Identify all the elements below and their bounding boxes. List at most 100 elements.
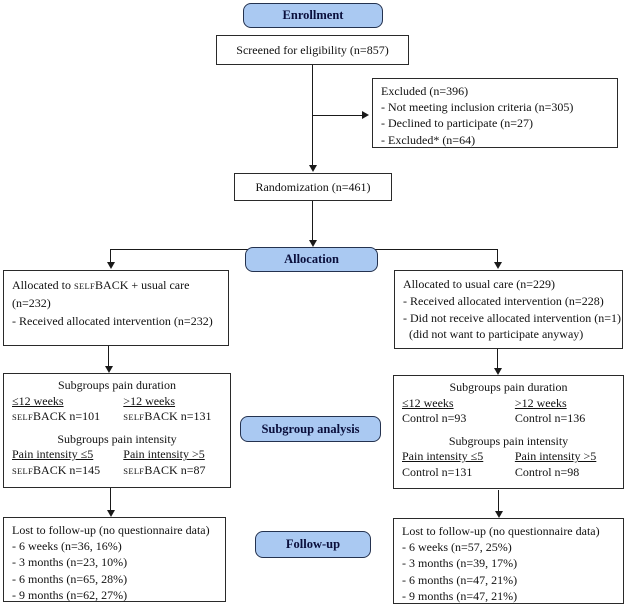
followup-left-title: Lost to follow-up (no questionnaire data… bbox=[12, 523, 210, 537]
subgroup-right-intensity-heads: Pain intensity ≤5 Pain intensity >5 bbox=[402, 449, 615, 465]
subgroup-right-duration-col1-value: Control n=93 bbox=[402, 411, 467, 426]
subgroup-left-duration-col2-value: selfBACK n=131 bbox=[123, 409, 222, 425]
brand-selfback-caps: BACK bbox=[33, 409, 67, 424]
subgroup-left-duration-col1-head: ≤12 weeks bbox=[12, 393, 64, 408]
stage-badge-enrollment: Enrollment bbox=[243, 3, 383, 28]
connector-subgroup-right-to-followup bbox=[498, 490, 499, 511]
followup-right-item: - 6 weeks (n=57, 25%) bbox=[402, 540, 512, 555]
subgroup-left-intensity-col2-head: Pain intensity >5 bbox=[123, 447, 205, 462]
stage-label-subgroup-analysis: Subgroup analysis bbox=[261, 421, 360, 436]
subgroup-right-intensity-col2-value: Control n=98 bbox=[514, 464, 580, 479]
alloc-left-line3: - Received allocated intervention (n=232… bbox=[12, 314, 213, 328]
connector-subgroup-left-to-followup bbox=[110, 488, 111, 510]
subgroup-left-intensity-col1-value: selfBACK n=145 bbox=[12, 463, 123, 479]
followup-intervention-box: Lost to follow-up (no questionnaire data… bbox=[3, 517, 226, 602]
alloc-left-line1-pre: Allocated to bbox=[12, 278, 74, 292]
subgroup-right-duration-col2-value: Control n=136 bbox=[514, 411, 586, 426]
brand-selfback-caps: BACK bbox=[33, 462, 67, 477]
subgroup-left-duration-col1-value: selfBACK n=101 bbox=[12, 409, 123, 425]
subgroup-left-duration-heads: ≤12 weeks >12 weeks bbox=[12, 394, 222, 410]
screened-box: Screened for eligibility (n=857) bbox=[216, 35, 409, 65]
subgroup-right-duration-values: Control n=93 Control n=136 bbox=[402, 411, 615, 427]
subgroup-left-duration-col1-n: n=101 bbox=[66, 409, 101, 424]
arrowhead-into-subgroup-right bbox=[494, 368, 502, 375]
connector-split-right bbox=[497, 249, 498, 263]
subgroup-left-intensity-col2-n: n=87 bbox=[177, 462, 206, 477]
brand-selfback-small: self bbox=[123, 465, 145, 476]
brand-selfback-small: self bbox=[12, 412, 34, 423]
subgroup-left-intensity-col2-value: selfBACK n=87 bbox=[123, 463, 222, 479]
brand-selfback-small: self bbox=[12, 465, 34, 476]
stage-label-follow-up: Follow-up bbox=[285, 537, 341, 551]
subgroup-right-duration-title: Subgroups pain duration bbox=[449, 380, 568, 394]
brand-selfback-small: self bbox=[73, 281, 96, 291]
subgroup-left-duration-col2-n: n=131 bbox=[177, 409, 212, 424]
arrowhead-into-alloc-right bbox=[494, 262, 502, 269]
connector-alloc-left-to-subgroup bbox=[108, 346, 109, 366]
arrowhead-into-followup-right bbox=[495, 511, 503, 518]
arrowhead-into-subgroup-left bbox=[105, 366, 113, 373]
subgroup-right-intensity-col1-value: Control n=131 bbox=[402, 464, 473, 479]
subgroup-left-intensity-col1-head: Pain intensity ≤5 bbox=[12, 447, 94, 462]
excluded-item: - Excluded* (n=64) bbox=[381, 132, 476, 147]
subgroup-control-box: Subgroups pain duration ≤12 weeks >12 we… bbox=[393, 375, 624, 489]
subgroup-right-intensity-col2-head: Pain intensity >5 bbox=[514, 449, 597, 464]
subgroup-intervention-box: Subgroups pain duration ≤12 weeks >12 we… bbox=[3, 373, 231, 488]
subgroup-left-duration-col2-head: >12 weeks bbox=[123, 393, 176, 408]
brand-selfback-small: self bbox=[123, 412, 145, 423]
followup-left-item: - 6 weeks (n=36, 16%) bbox=[12, 539, 122, 554]
followup-right-title: Lost to follow-up (no questionnaire data… bbox=[402, 524, 600, 538]
subgroup-left-intensity-heads: Pain intensity ≤5 Pain intensity >5 bbox=[12, 447, 222, 463]
arrowhead-into-excluded bbox=[362, 111, 369, 119]
followup-left-item: - 3 months (n=23, 10%) bbox=[12, 555, 128, 570]
followup-right-item: - 3 months (n=39, 17%) bbox=[402, 556, 518, 571]
brand-selfback-caps: BACK bbox=[144, 462, 178, 477]
subgroup-left-intensity-col1-n: n=145 bbox=[66, 462, 101, 477]
connector-split-left bbox=[110, 249, 111, 263]
followup-left-item: - 6 months (n=65, 28%) bbox=[12, 571, 128, 586]
stage-label-enrollment: Enrollment bbox=[282, 8, 344, 22]
subgroup-right-duration-col2-head: >12 weeks bbox=[514, 395, 567, 410]
followup-left-item: - 9 months (n=62, 27%) bbox=[12, 587, 128, 602]
connector-screened-to-randomization bbox=[312, 65, 313, 166]
excluded-title: Excluded (n=396) bbox=[381, 84, 469, 98]
subgroup-right-intensity-title: Subgroups pain intensity bbox=[448, 433, 569, 448]
randomization-box: Randomization (n=461) bbox=[234, 173, 392, 201]
alloc-left-line1: Allocated to selfBACK + usual care bbox=[12, 276, 220, 294]
screened-text: Screened for eligibility (n=857) bbox=[236, 42, 389, 57]
subgroup-right-duration-col1-head: ≤12 weeks bbox=[402, 395, 454, 410]
subgroup-right-intensity-col1-head: Pain intensity ≤5 bbox=[402, 449, 484, 464]
connector-randomization-to-allocation bbox=[312, 201, 313, 241]
excluded-item: - Not meeting inclusion criteria (n=305) bbox=[381, 100, 574, 115]
subgroup-right-intensity-values: Control n=131 Control n=98 bbox=[402, 465, 615, 481]
arrowhead-into-randomization bbox=[309, 165, 317, 172]
arrowhead-into-followup-left bbox=[107, 510, 115, 517]
followup-right-item: - 6 months (n=47, 21%) bbox=[402, 572, 518, 587]
randomization-text: Randomization (n=461) bbox=[255, 179, 371, 194]
brand-selfback-caps: BACK bbox=[144, 409, 178, 424]
alloc-right-line3: - Did not receive allocated intervention… bbox=[403, 310, 622, 325]
arrowhead-into-alloc-left bbox=[107, 262, 115, 269]
arrowhead-into-allocation bbox=[309, 240, 317, 247]
brand-selfback-caps: BACK bbox=[95, 278, 129, 292]
allocated-control-box: Allocated to usual care (n=229) - Receiv… bbox=[394, 270, 623, 349]
alloc-left-line2: (n=232) bbox=[12, 296, 51, 310]
followup-right-item: - 9 months (n=47, 21%) bbox=[402, 588, 518, 603]
connector-alloc-right-to-subgroup bbox=[497, 349, 498, 368]
subgroup-left-intensity-title: Subgroups pain intensity bbox=[57, 431, 177, 446]
connector-branch-to-excluded bbox=[313, 115, 362, 116]
followup-control-box: Lost to follow-up (no questionnaire data… bbox=[393, 518, 624, 604]
excluded-box: Excluded (n=396) - Not meeting inclusion… bbox=[372, 78, 618, 148]
stage-badge-allocation: Allocation bbox=[245, 247, 378, 272]
stage-badge-subgroup-analysis: Subgroup analysis bbox=[240, 416, 381, 442]
excluded-item: - Declined to participate (n=27) bbox=[381, 116, 534, 131]
subgroup-left-duration-values: selfBACK n=101 selfBACK n=131 bbox=[12, 409, 222, 425]
alloc-left-line1-post: + usual care bbox=[128, 278, 190, 292]
alloc-right-line1: Allocated to usual care (n=229) bbox=[403, 277, 556, 291]
stage-label-allocation: Allocation bbox=[284, 252, 339, 266]
subgroup-left-duration-title: Subgroups pain duration bbox=[58, 378, 176, 392]
subgroup-left-intensity-values: selfBACK n=145 selfBACK n=87 bbox=[12, 463, 222, 479]
stage-badge-follow-up: Follow-up bbox=[255, 531, 371, 558]
subgroup-right-duration-heads: ≤12 weeks >12 weeks bbox=[402, 396, 615, 412]
